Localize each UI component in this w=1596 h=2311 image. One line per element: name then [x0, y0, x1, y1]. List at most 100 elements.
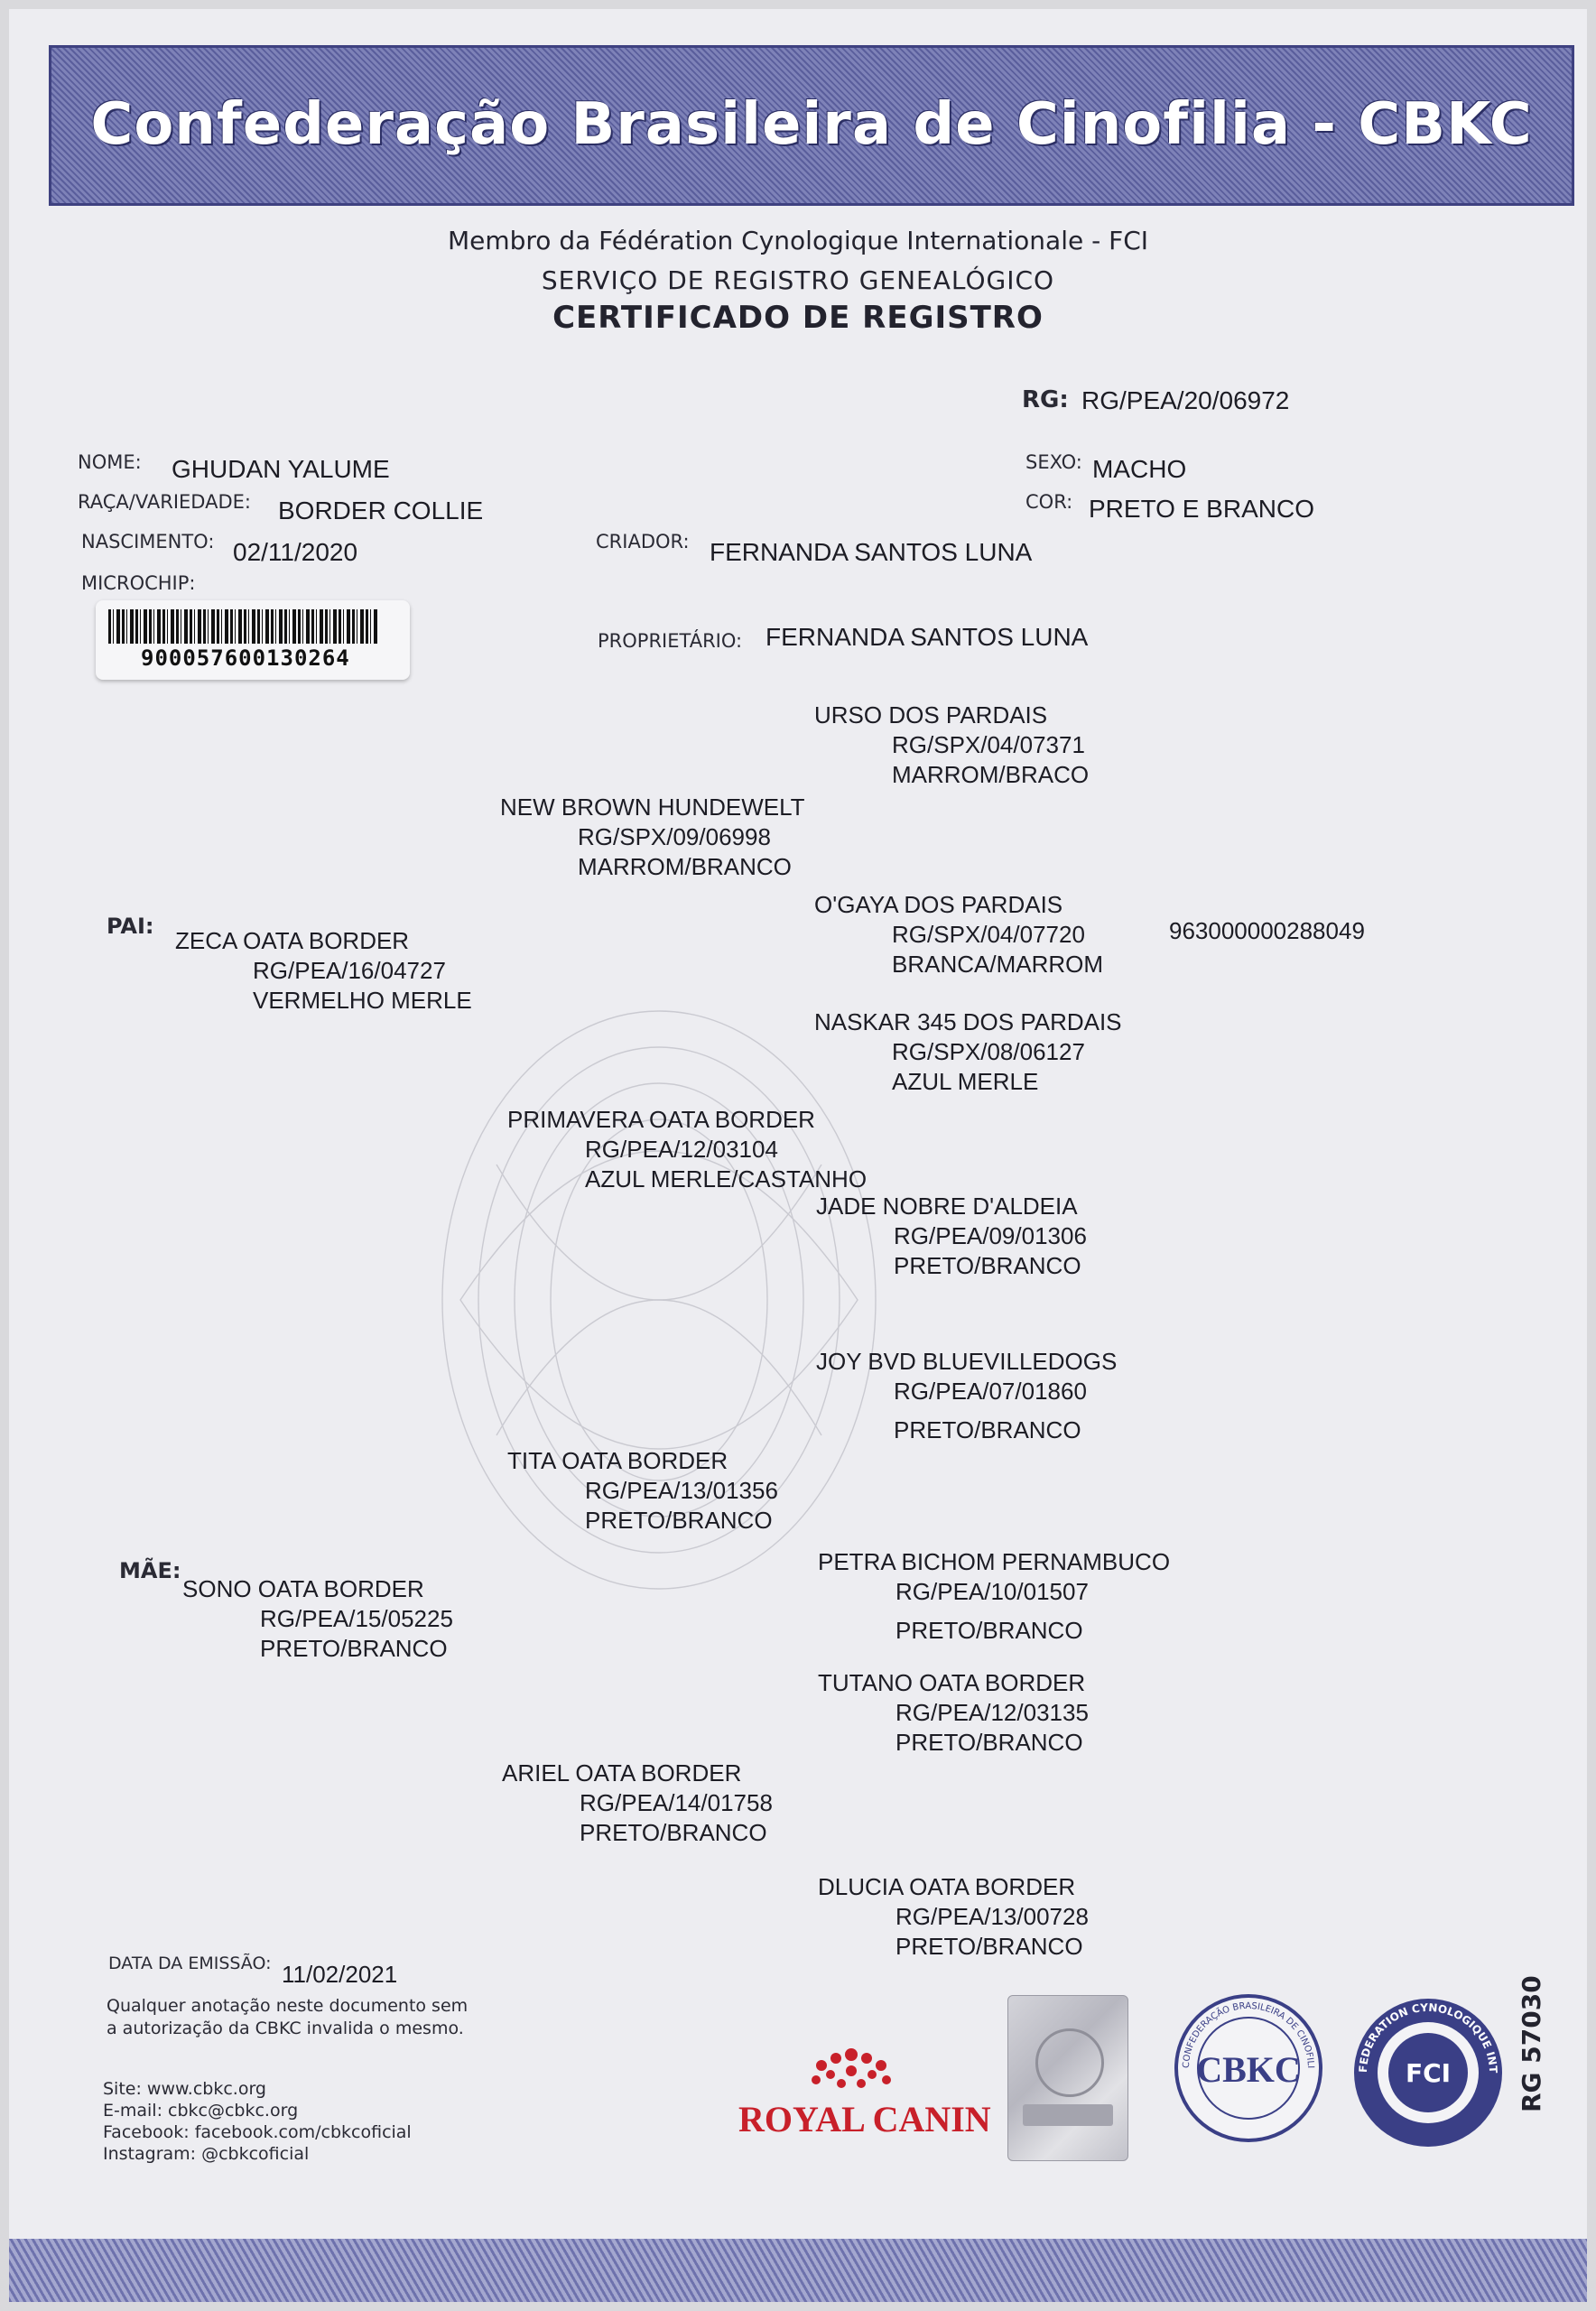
fci-member-line: Membro da Fédération Cynologique Interna…: [447, 226, 1149, 255]
certificate-page: Confederação Brasileira de Cinofilia - C…: [9, 9, 1587, 2302]
sire-color: VERMELHO MERLE: [253, 987, 472, 1014]
great-grandparent-entry: NASKAR 345 DOS PARDAIS RG/SPX/08/06127 A…: [814, 1007, 1122, 1097]
grandparent-rg: RG/PEA/12/03104: [585, 1136, 778, 1163]
instagram-text: Instagram: @cbkcoficial: [103, 2144, 310, 2164]
dog-breed: BORDER COLLIE: [278, 497, 484, 524]
microchip-number: 900057600130264: [141, 645, 350, 671]
grandparent-rg: RG/PEA/13/01356: [585, 1477, 778, 1504]
cbkc-seal-mark: CBKC: [1196, 2049, 1301, 2090]
sire-label: PAI:: [107, 914, 154, 939]
great-grandparent-entry: PETRA BICHOM PERNAMBUCO RG/PEA/10/01507 …: [818, 1547, 1170, 1646]
dam-label: MÃE:: [119, 1558, 181, 1583]
crown-icon: [812, 2048, 891, 2088]
sire-rg: RG/PEA/16/04727: [253, 957, 446, 984]
royal-canin-logo: ROYAL CANIN: [738, 2047, 991, 2139]
dam-color: PRETO/BRANCO: [260, 1635, 448, 1662]
great-grandparent-color: MARROM/BRACO: [892, 761, 1090, 788]
service-line: SERVIÇO DE REGISTRO GENEALÓGICO: [541, 265, 1055, 295]
color-label: COR:: [1025, 491, 1073, 513]
dam-rg: RG/PEA/15/05225: [260, 1605, 453, 1632]
dog-sex: MACHO: [1092, 455, 1187, 483]
microchip-label: MICROCHIP:: [81, 572, 196, 594]
barcode-icon: [108, 609, 379, 644]
issue-date-label: DATA DA EMISSÃO:: [108, 1954, 272, 1973]
sire-name: ZECA OATA BORDER: [175, 927, 410, 954]
great-grandparent-color: PRETO/BRANCO: [895, 1933, 1083, 1960]
cbkc-seal: CONFEDERAÇÃO BRASILEIRA DE CINOFILIA CBK…: [1172, 1991, 1322, 2142]
facebook-text: Facebook: facebook.com/cbkcoficial: [103, 2122, 412, 2142]
certificate-title: CERTIFICADO DE REGISTRO: [552, 300, 1044, 336]
dam-entry: SONO OATA BORDER RG/PEA/15/05225 PRETO/B…: [182, 1574, 453, 1664]
grandparent-name: ARIEL OATA BORDER: [502, 1759, 742, 1787]
breeder-name: FERNANDA SANTOS LUNA: [710, 538, 1033, 566]
form-code: RG 57030: [1517, 1975, 1546, 2112]
great-grandparent-rg: RG/SPX/04/07371: [892, 731, 1085, 758]
dog-color: PRETO E BRANCO: [1089, 495, 1314, 523]
great-grandparent-name: DLUCIA OATA BORDER: [818, 1873, 1076, 1900]
banner-title: Confederação Brasileira de Cinofilia - C…: [90, 91, 1533, 158]
great-grandparent-rg: RG/SPX/08/06127: [892, 1038, 1085, 1065]
hologram-seal: [1007, 1995, 1128, 2161]
breed-label: RAÇA/VARIEDADE:: [78, 491, 251, 513]
grandparent-name: NEW BROWN HUNDEWELT: [500, 794, 805, 821]
great-grandparent-color: PRETO/BRANCO: [895, 1729, 1083, 1756]
sex-label: SEXO:: [1025, 451, 1082, 473]
validity-notice: Qualquer anotação neste documento sem a …: [107, 1995, 468, 2040]
great-grandparent-rg: RG/PEA/10/01507: [895, 1578, 1089, 1605]
grandparent-entry: PRIMAVERA OATA BORDER RG/PEA/12/03104 AZ…: [507, 1105, 867, 1194]
sponsor-name: ROYAL CANIN: [738, 2099, 991, 2139]
grandparent-rg: RG/SPX/09/06998: [578, 823, 771, 850]
email-text: E-mail: cbkc@cbkc.org: [103, 2101, 299, 2121]
great-grandparent-color: PRETO/BRANCO: [894, 1252, 1081, 1279]
great-grandparent-microchip: 963000000288049: [1169, 917, 1365, 944]
great-grandparent-rg: RG/PEA/09/01306: [894, 1222, 1087, 1249]
great-grandparent-rg: RG/SPX/04/07720: [892, 921, 1085, 948]
great-grandparent-entry: JADE NOBRE D'ALDEIA RG/PEA/09/01306 PRET…: [816, 1192, 1087, 1281]
birth-date: 02/11/2020: [233, 538, 358, 566]
great-grandparent-name: JADE NOBRE D'ALDEIA: [816, 1193, 1078, 1220]
footer-banner: [9, 2239, 1587, 2302]
great-grandparent-color: PRETO/BRANCO: [894, 1416, 1081, 1443]
microchip-barcode-sticker: 900057600130264: [96, 600, 410, 680]
great-grandparent-name: PETRA BICHOM PERNAMBUCO: [818, 1548, 1171, 1575]
grandparent-name: TITA OATA BORDER: [507, 1447, 728, 1474]
great-grandparent-name: NASKAR 345 DOS PARDAIS: [814, 1008, 1122, 1035]
birth-label: NASCIMENTO:: [81, 531, 215, 552]
grandparent-rg: RG/PEA/14/01758: [580, 1789, 773, 1816]
grandparent-entry: NEW BROWN HUNDEWELT RG/SPX/09/06998 MARR…: [500, 793, 805, 882]
great-grandparent-entry: JOY BVD BLUEVILLEDOGS RG/PEA/07/01860 PR…: [816, 1347, 1117, 1445]
breeder-label: CRIADOR:: [596, 531, 690, 552]
great-grandparent-color: BRANCA/MARROM: [892, 951, 1104, 978]
name-label: NOME:: [78, 451, 142, 473]
great-grandparent-entry: DLUCIA OATA BORDER RG/PEA/13/00728 PRETO…: [818, 1872, 1089, 1962]
grandparent-color: PRETO/BRANCO: [585, 1507, 773, 1534]
great-grandparent-rg: RG/PEA/12/03135: [895, 1699, 1089, 1726]
grandparent-entry: TITA OATA BORDER RG/PEA/13/01356 PRETO/B…: [507, 1446, 778, 1536]
great-grandparent-color: AZUL MERLE: [892, 1068, 1039, 1095]
owner-label: PROPRIETÁRIO:: [598, 630, 743, 652]
grandparent-color: AZUL MERLE/CASTANHO: [585, 1165, 868, 1193]
great-grandparent-name: O'GAYA DOS PARDAIS: [814, 891, 1063, 918]
great-grandparent-rg: RG/PEA/13/00728: [895, 1903, 1089, 1930]
great-grandparent-color: PRETO/BRANCO: [895, 1617, 1083, 1644]
great-grandparent-entry: TUTANO OATA BORDER RG/PEA/12/03135 PRETO…: [818, 1668, 1089, 1758]
fci-seal-mark: FCI: [1406, 2058, 1451, 2088]
fci-seal: FEDERATION CYNOLOGIQUE INTERNATIONALE FC…: [1350, 1995, 1502, 2147]
issue-date: 11/02/2021: [282, 1961, 398, 1988]
dog-name: GHUDAN YALUME: [172, 455, 390, 483]
hologram-tag: [1023, 2104, 1113, 2126]
great-grandparent-name: TUTANO OATA BORDER: [818, 1669, 1086, 1696]
notice-line: Qualquer anotação neste documento sem: [107, 1996, 469, 2016]
grandparent-color: MARROM/BRANCO: [578, 853, 792, 880]
great-grandparent-rg: RG/PEA/07/01860: [894, 1378, 1087, 1405]
great-grandparent-name: URSO DOS PARDAIS: [814, 701, 1048, 729]
great-grandparent-name: JOY BVD BLUEVILLEDOGS: [816, 1348, 1118, 1375]
grandparent-name: PRIMAVERA OATA BORDER: [507, 1106, 815, 1133]
rg-label: RG:: [1022, 386, 1069, 413]
great-grandparent-entry: O'GAYA DOS PARDAIS RG/SPX/04/07720 BRANC…: [814, 890, 1103, 979]
owner-name: FERNANDA SANTOS LUNA: [766, 623, 1089, 651]
header-banner: Confederação Brasileira de Cinofilia - C…: [49, 45, 1574, 206]
security-pattern: [441, 1010, 877, 1590]
contact-info: Site: www.cbkc.org E-mail: cbkc@cbkc.org…: [103, 2078, 412, 2165]
grandparent-color: PRETO/BRANCO: [580, 1819, 767, 1846]
